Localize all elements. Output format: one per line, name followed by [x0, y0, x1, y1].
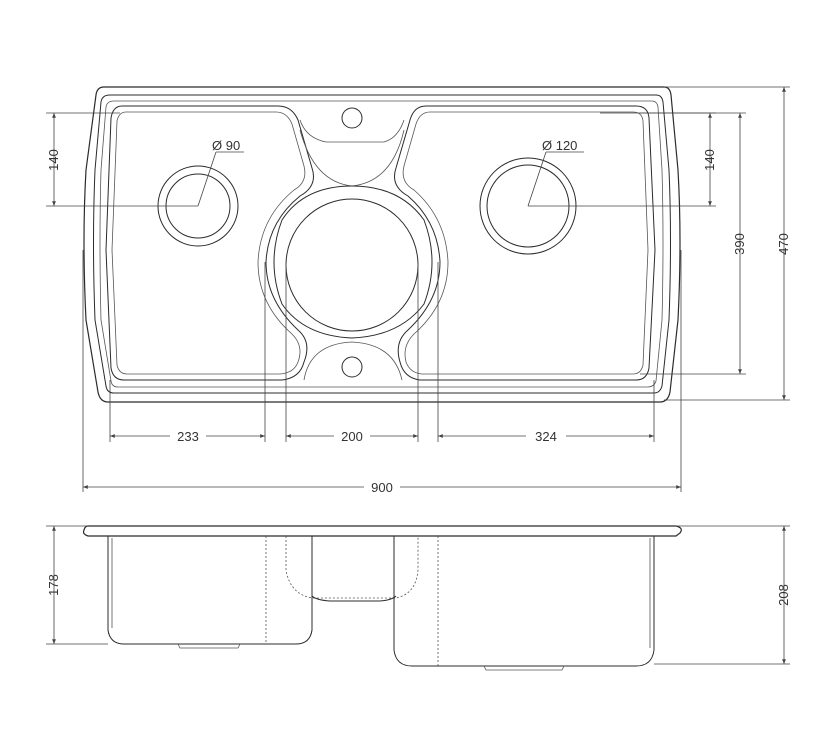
center-bridge-lower — [303, 341, 403, 381]
center-bowl-basin — [285, 198, 419, 332]
dim-left-drain-diameter: Ø 90 — [212, 138, 240, 153]
side-view — [82, 525, 682, 671]
side-rim — [82, 525, 682, 537]
right-bowl-outline — [394, 105, 656, 381]
right-bowl-inner-outline — [402, 111, 649, 375]
center-bowl-outline — [273, 185, 433, 339]
sink-rim-second-line — [99, 100, 664, 388]
left-bowl-profile — [107, 536, 313, 645]
dim-left-bowl-width: 233 — [177, 429, 199, 444]
dim-center-bowl-width: 200 — [341, 429, 363, 444]
center-bowl-hidden — [285, 536, 419, 599]
plan-view — [83, 86, 681, 403]
dim-left-drain-offset: 140 — [46, 149, 61, 171]
dim-bowl-depth-span: 390 — [732, 233, 747, 255]
left-drain-profile — [177, 643, 241, 649]
left-bowl-inner-outline — [111, 111, 306, 375]
tap-hole-top — [341, 107, 363, 129]
dim-overall-depth: 470 — [776, 233, 791, 255]
right-bowl-profile — [393, 536, 655, 667]
tap-hole-bottom — [341, 356, 363, 378]
center-bowl-profile — [311, 595, 397, 602]
plan-dimensions: 140 Ø 90 Ø 120 140 390 470 — [46, 86, 791, 495]
sink-outer-rim — [83, 86, 681, 403]
dim-overall-width: 900 — [371, 480, 393, 495]
dim-right-bowl-height: 208 — [776, 584, 791, 606]
sink-rim-inner-line — [93, 94, 671, 394]
center-bridge-top — [299, 119, 405, 143]
dim-left-bowl-height: 178 — [46, 574, 61, 596]
right-drain-profile — [483, 665, 565, 671]
dim-right-drain-offset: 140 — [702, 149, 717, 171]
dim-right-bowl-width: 324 — [535, 429, 557, 444]
left-bowl-outline — [105, 105, 314, 381]
side-dimensions: 178 208 — [46, 525, 791, 665]
dim-right-drain-diameter: Ø 120 — [542, 138, 577, 153]
